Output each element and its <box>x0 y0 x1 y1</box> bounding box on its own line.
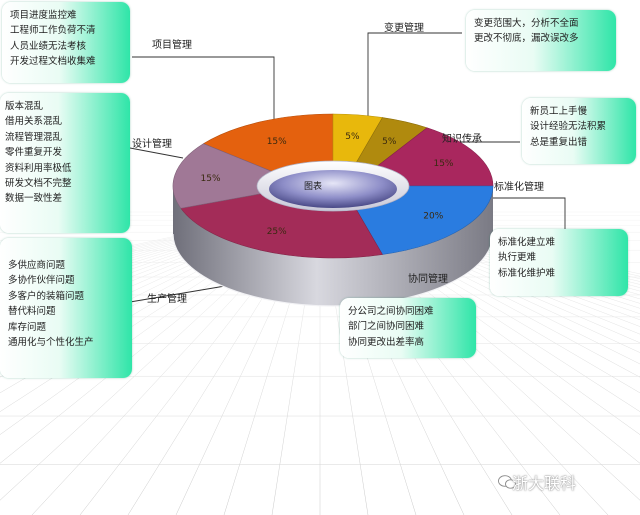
annotation-item: 多供应商问题 <box>8 260 66 271</box>
annotation-item: 多协作伙伴问题 <box>8 275 75 287</box>
annotation-item: 协同更改出差率高 <box>348 336 425 348</box>
category-label-collab: 协同管理 <box>408 274 448 285</box>
leader-line <box>488 197 566 229</box>
annotation-item: 借用关系混乱 <box>5 116 63 128</box>
annotation-item: 数据一致性差 <box>5 193 63 205</box>
annotation-collab: 分公司之间协同困难 部门之间协同困难 协同更改出差率高 <box>340 298 476 358</box>
annotation-item: 分公司之间协同困难 <box>348 306 434 317</box>
donut-chart: 15% 5% 5% 15% 20% 25% 15% 图表 <box>172 113 494 307</box>
annotation-item: 工程师工作负荷不清 <box>10 25 96 37</box>
leader-line <box>129 147 184 159</box>
slice-percent-label: 5% <box>382 137 397 147</box>
annotation-item: 标准化建立难 <box>498 237 556 248</box>
annotation-standard: 标准化建立难 执行更难 标准化维护难 <box>490 229 628 296</box>
annotation-item: 更改不彻底，漏改误改多 <box>474 33 579 45</box>
annotation-item: 通用化与个性化生产 <box>8 337 94 349</box>
annotation-item: 开发过程文档收集难 <box>10 56 96 68</box>
annotation-item: 部门之间协同困难 <box>348 321 425 333</box>
annotation-item: 替代料问题 <box>8 306 56 318</box>
annotation-item: 人员业绩无法考核 <box>10 40 87 52</box>
annotation-item: 多客户的装箱问题 <box>8 290 85 302</box>
annotation-item: 新员工上手慢 <box>530 106 588 117</box>
annotation-item: 执行更难 <box>498 252 537 264</box>
annotation-item: 库存问题 <box>8 321 47 333</box>
slice-percent-label: 5% <box>345 132 360 142</box>
watermark-text: 浙大联科 <box>512 474 577 493</box>
annotation-production: 多供应商问题 多协作伙伴问题 多客户的装箱问题 替代料问题 库存问题 通用化与个… <box>0 238 132 378</box>
slice-percent-label: 15% <box>201 174 221 184</box>
annotation-item: 项目进度监控难 <box>10 10 77 21</box>
leader-line <box>132 56 275 142</box>
annotation-design: 版本混乱 借用关系混乱 流程管理混乱 零件重复开发 资料利用率极低 研发文档不完… <box>0 93 130 233</box>
donut-center-label: 图表 <box>304 180 322 192</box>
donut-side-wall <box>173 186 493 306</box>
annotation-knowledge: 新员工上手慢 设计经验无法积累 总是重复出错 <box>522 98 636 164</box>
leader-line <box>367 32 462 140</box>
donut-side-edge <box>172 233 494 307</box>
annotation-change: 变更范围大，分析不全面 更改不彻底，漏改误改多 <box>466 10 616 71</box>
category-label-production: 生产管理 <box>147 294 187 305</box>
annotation-item: 研发文档不完整 <box>5 178 72 190</box>
category-label-change: 变更管理 <box>384 23 424 34</box>
wechat-icon <box>498 475 516 489</box>
slice-percent-label: 15% <box>433 159 453 169</box>
category-label-project: 项目管理 <box>152 40 192 51</box>
annotation-item: 流程管理混乱 <box>5 131 63 143</box>
slice-percent-label: 15% <box>267 137 287 147</box>
slice-percent-label: 20% <box>423 212 443 222</box>
slice-percent-label: 25% <box>267 227 287 237</box>
donut-hole <box>269 170 397 208</box>
category-label-design: 设计管理 <box>132 139 172 150</box>
annotation-item: 设计经验无法积累 <box>530 121 607 133</box>
annotation-item: 标准化维护难 <box>498 267 556 279</box>
annotation-item: 变更范围大，分析不全面 <box>474 18 579 29</box>
annotation-item: 总是重复出错 <box>530 136 588 148</box>
category-label-knowledge: 知识传承 <box>442 134 482 145</box>
annotation-item: 版本混乱 <box>5 101 44 112</box>
annotation-item: 零件重复开发 <box>5 147 63 159</box>
annotation-project: 项目进度监控难 工程师工作负荷不清 人员业绩无法考核 开发过程文档收集难 <box>2 2 130 83</box>
annotation-item: 资料利用率极低 <box>5 162 72 174</box>
category-label-standard: 标准化管理 <box>494 182 544 193</box>
leader-line <box>129 283 238 303</box>
